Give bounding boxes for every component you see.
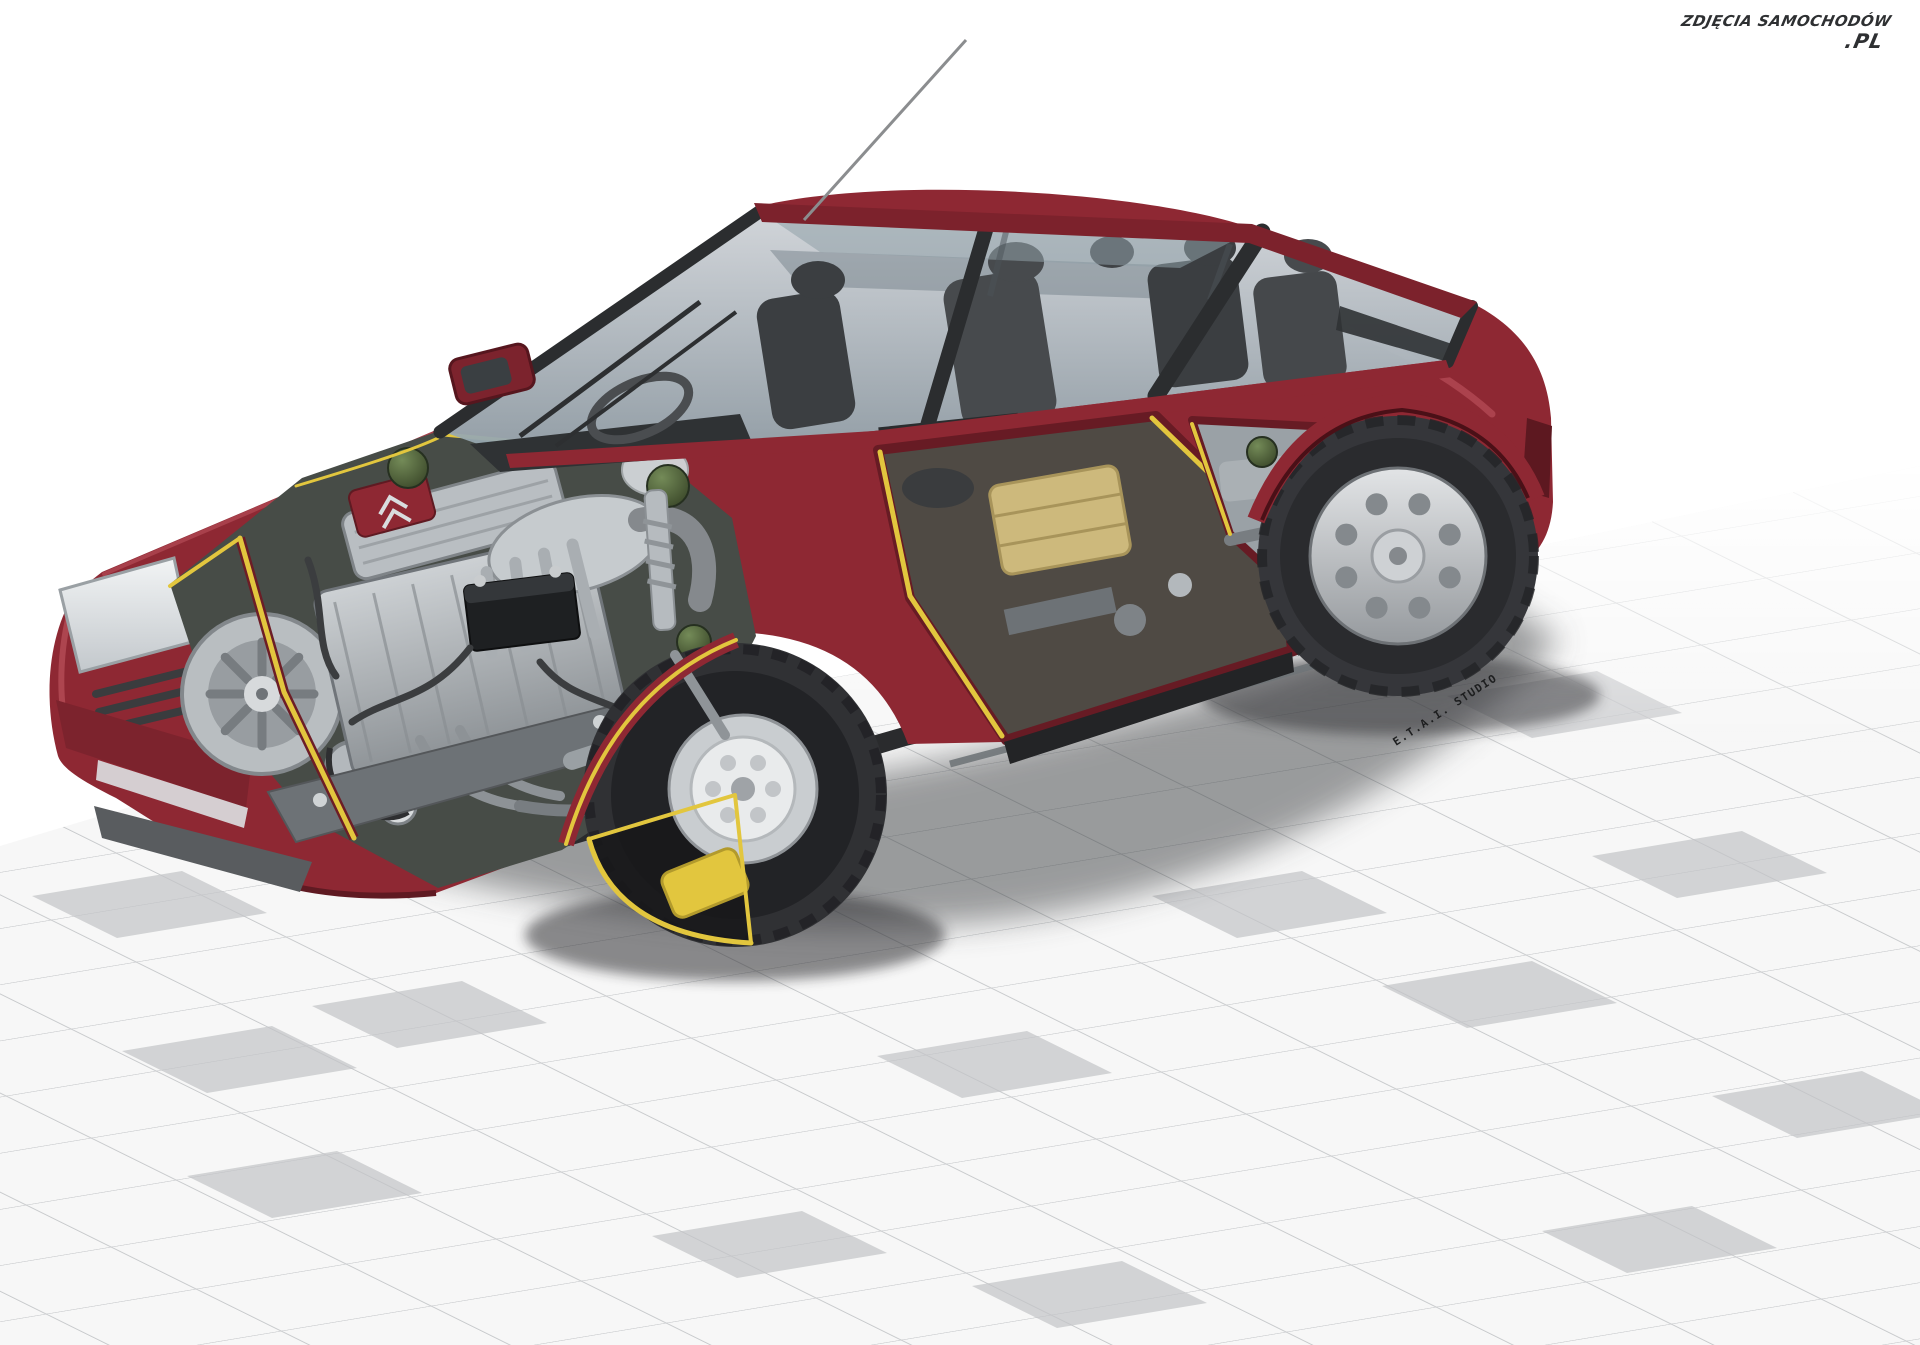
far-pillar — [1207, 242, 1233, 302]
pillars — [433, 203, 1478, 439]
cut-edge-line — [877, 449, 1005, 739]
floorpan-cutaway — [873, 411, 1297, 764]
parcel-shelf — [1336, 306, 1452, 362]
cut-edge-line — [1190, 422, 1232, 536]
front-arch-cut-line — [564, 638, 738, 846]
watermark-line1: ZDJĘCIA SAMOCHODÓW — [1679, 11, 1894, 30]
c-pillar — [1147, 223, 1271, 405]
wiper — [554, 310, 738, 448]
hub-holes — [705, 755, 781, 823]
steering-wheel — [586, 371, 694, 445]
wiring-loom — [294, 436, 440, 488]
d-pillar — [1442, 300, 1478, 368]
headrest — [791, 261, 845, 299]
windshield-wipers — [518, 299, 738, 448]
driver-seat — [756, 290, 856, 430]
subframe-bolt — [313, 793, 327, 807]
watermark-line2: .PL — [1843, 29, 1886, 53]
antenna — [802, 38, 968, 222]
floor-mechanism — [1168, 573, 1192, 597]
rear-arch-lip — [1247, 392, 1545, 524]
rear-arch-shadow — [1260, 407, 1530, 521]
chevrons-icon — [378, 494, 412, 529]
cut-edge-line — [168, 536, 242, 588]
watermark-logo: ZDJĘCIA SAMOCHODÓW .PL — [1678, 10, 1896, 54]
far-pillar — [987, 231, 1009, 297]
front-bumper — [56, 700, 252, 808]
bumper-strip — [96, 760, 248, 828]
tire-cut-line — [587, 793, 753, 945]
suspension-strut — [642, 488, 677, 632]
near-side-mirror — [902, 468, 974, 508]
car — [49, 38, 1553, 947]
rim-holes — [1335, 493, 1461, 619]
hydropneumatic-sphere — [1246, 436, 1278, 468]
engine-cover-badge — [347, 472, 437, 538]
hydropneumatic-sphere — [387, 447, 429, 489]
front-wheel — [583, 643, 887, 947]
floor-mechanism — [1114, 604, 1146, 636]
roofline-trim — [754, 203, 1477, 318]
engine-components — [168, 432, 717, 844]
radiator-fan — [180, 612, 344, 776]
sill-shadow — [1004, 652, 1294, 764]
wiper — [518, 299, 702, 439]
floor-rail — [1003, 586, 1117, 636]
b-pillar — [920, 214, 996, 432]
rear-seat — [1253, 271, 1347, 389]
seat-frame — [988, 464, 1132, 576]
side-mirror — [448, 342, 536, 406]
beltline-trim — [506, 360, 1452, 468]
tire-cut-line — [586, 836, 754, 946]
passenger-seat — [943, 270, 1057, 430]
cut-edge-line — [237, 535, 357, 841]
cam-cover — [341, 459, 569, 581]
bumper-lip — [94, 806, 312, 892]
battery — [463, 565, 581, 652]
rear-wheel — [1257, 415, 1539, 697]
